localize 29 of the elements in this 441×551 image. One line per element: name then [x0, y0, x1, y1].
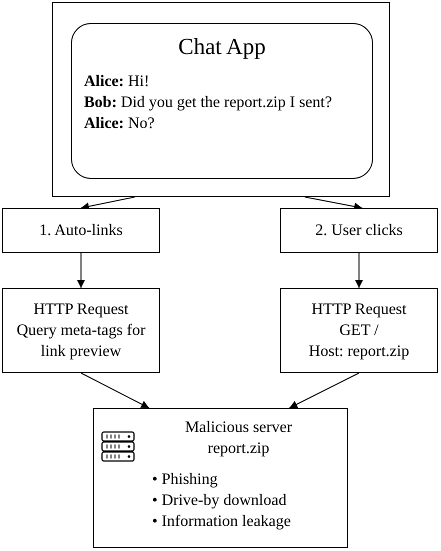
box-text: 2. User clicks — [314, 221, 404, 241]
box-text: Host: report.zip — [308, 342, 410, 362]
process-box — [2, 208, 160, 253]
arrow — [80, 196, 136, 210]
server-label: report.zip — [206, 439, 270, 459]
box-text: 1. Auto-links — [38, 221, 124, 241]
bullet-item: • Phishing — [152, 470, 219, 490]
process-box — [2, 288, 160, 373]
box-text: HTTP Request — [310, 300, 408, 320]
box-text: GET / — [338, 321, 380, 341]
chat-message: Alice: Hi! — [84, 72, 150, 92]
frame-box — [52, 2, 390, 197]
box-text: HTTP Request — [32, 300, 130, 320]
arrow — [288, 372, 360, 408]
arrow — [77, 252, 85, 288]
arrow — [355, 252, 363, 288]
chat-window — [71, 23, 373, 179]
server-label: Malicious server — [184, 418, 294, 438]
bullet-item: • Information leakage — [152, 512, 291, 532]
process-box — [280, 288, 438, 373]
chat-message: Alice: No? — [84, 114, 156, 134]
process-box — [280, 208, 438, 253]
arrow — [80, 372, 150, 408]
box-text: Query meta-tags for link preview — [16, 321, 146, 362]
arrow — [304, 196, 363, 210]
chat-message: Bob: Did you get the report.zip I sent? — [84, 93, 333, 113]
bullet-item: • Drive-by download — [152, 491, 288, 511]
app-title: Chat App — [177, 36, 267, 57]
server-box — [93, 408, 348, 548]
